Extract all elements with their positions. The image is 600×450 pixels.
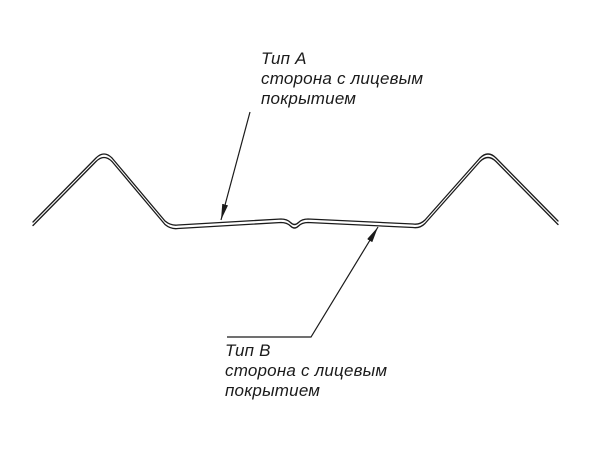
profile-top-line: [32, 153, 559, 226]
label-type-b-title: Тип В: [225, 341, 271, 360]
label-type-a: Тип А сторона с лицевым покрытием: [261, 49, 423, 109]
label-type-b-line1: сторона с лицевым: [225, 361, 388, 380]
label-type-a-line1: сторона с лицевым: [261, 69, 424, 88]
label-type-b-line2: покрытием: [225, 381, 321, 400]
label-type-b: Тип В сторона с лицевым покрытием: [225, 341, 387, 401]
leader-line-type-b: [227, 226, 379, 338]
label-type-a-line2: покрытием: [261, 89, 357, 108]
leader-line-type-a: [220, 111, 251, 221]
profile-bottom-line: [32, 156, 559, 230]
label-type-a-title: Тип А: [261, 49, 307, 68]
